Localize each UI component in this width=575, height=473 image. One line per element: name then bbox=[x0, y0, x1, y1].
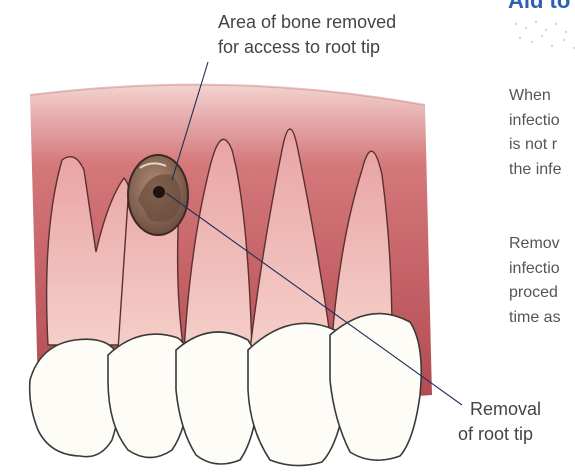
callout-root-tip-line2: of root tip bbox=[458, 422, 575, 447]
paragraph-2-line: infectio bbox=[509, 257, 561, 282]
callout-root-tip-line1: Removal bbox=[458, 397, 575, 422]
paragraph-1-line: is not r bbox=[509, 133, 561, 158]
crown-canine bbox=[176, 332, 259, 464]
article-paragraph-1: When infectio is not r the infe bbox=[509, 84, 561, 182]
callout-bone-access-line1: Area of bone removed bbox=[218, 10, 468, 35]
callout-bone-access: Area of bone removed for access to root … bbox=[218, 10, 468, 60]
paragraph-1-line: When bbox=[509, 84, 561, 109]
paragraph-1-line: the infe bbox=[509, 158, 561, 183]
paragraph-2-line: time as bbox=[509, 306, 561, 331]
paragraph-2-line: proced bbox=[509, 281, 561, 306]
crown-incisor-2 bbox=[330, 314, 421, 461]
paragraph-1-line: infectio bbox=[509, 109, 561, 134]
article-paragraph-2: Remov infectio proced time as bbox=[509, 232, 561, 330]
article-heading: Aid to bbox=[508, 0, 570, 14]
paragraph-2-line: Remov bbox=[509, 232, 561, 257]
callout-root-tip: Removal of root tip bbox=[458, 397, 575, 447]
root-tip-dot bbox=[153, 186, 165, 198]
callout-bone-access-line2: for access to root tip bbox=[218, 35, 468, 60]
decorative-dots bbox=[512, 18, 575, 52]
